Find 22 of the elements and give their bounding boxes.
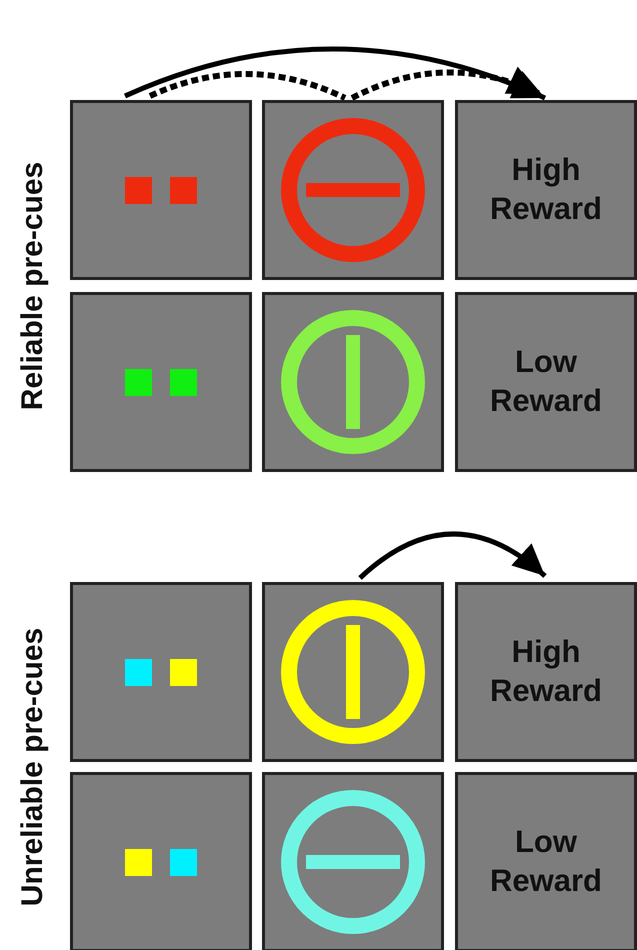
reward-label: Low Reward: [489, 823, 603, 900]
reward-label: High Reward: [489, 633, 603, 710]
stimulus-panel: [70, 582, 252, 762]
stimulus-panel: [455, 772, 637, 950]
stimulus-panel: [262, 772, 444, 950]
stimulus-panel: [455, 582, 637, 762]
stimulus-panel: [262, 292, 444, 472]
stimulus-panel: [70, 292, 252, 472]
stimulus-panel: [262, 582, 444, 762]
reward-label: High Reward: [489, 151, 603, 228]
reward-label: Low Reward: [489, 343, 603, 420]
stimulus-panel: [455, 292, 637, 472]
curved-arrow: [358, 532, 547, 580]
dotted-line: [148, 71, 346, 101]
condition-label: Unreliable pre-cues: [16, 628, 50, 906]
stimulus-panel: [70, 772, 252, 950]
stimulus-panel: [455, 100, 637, 280]
stimulus-panel: [70, 100, 252, 280]
condition-label: Reliable pre-cues: [16, 162, 50, 410]
curved-arrow: [124, 46, 546, 100]
stimulus-panel: [262, 100, 444, 280]
dotted-arrow: [350, 67, 542, 101]
